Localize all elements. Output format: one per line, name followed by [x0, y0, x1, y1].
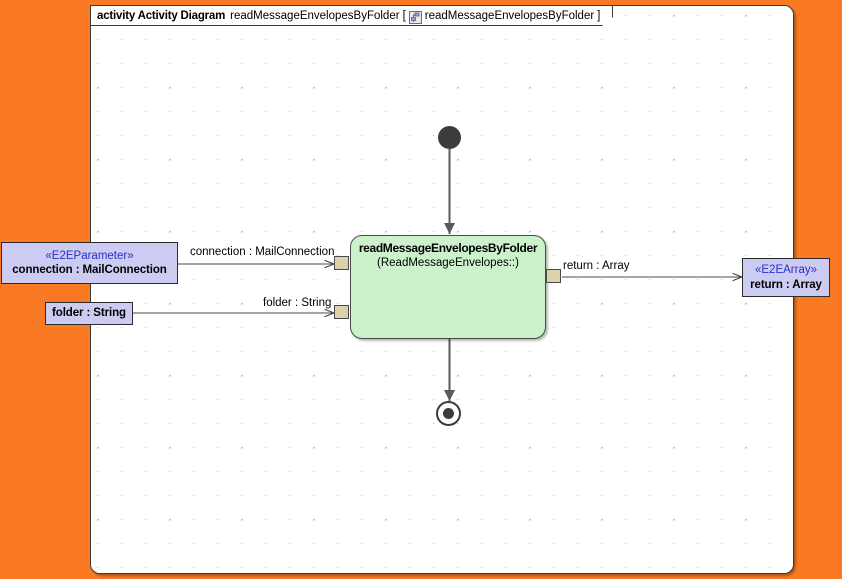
action-node-title: readMessageEnvelopesByFolder: [358, 241, 538, 255]
parameter-node-connection[interactable]: «E2EParameter» connection : MailConnecti…: [1, 242, 178, 284]
activity-diagram-frame[interactable]: [90, 5, 794, 574]
action-node-read-message-envelopes-by-folder[interactable]: readMessageEnvelopesByFolder (ReadMessag…: [350, 235, 546, 339]
frame-header-name: readMessageEnvelopesByFolder: [230, 9, 400, 22]
connection-input-pin[interactable]: [334, 256, 349, 270]
action-node-subtitle: (ReadMessageEnvelopes::): [377, 256, 519, 269]
folder-input-pin[interactable]: [334, 305, 349, 319]
edge-label-folder: folder : String: [263, 297, 332, 309]
diagram-frame-header[interactable]: activity Activity Diagram readMessageEnv…: [90, 5, 613, 26]
frame-header-keyword: activity Activity Diagram: [97, 9, 226, 22]
parameter-node-folder[interactable]: folder : String: [45, 302, 133, 325]
activity-diagram-icon: [409, 11, 422, 24]
frame-header-bracket-open: [: [402, 9, 406, 22]
parameter-connection-label: connection : MailConnection: [12, 264, 167, 276]
parameter-folder-label: folder : String: [52, 307, 126, 320]
parameter-return-label: return : Array: [750, 278, 822, 291]
activity-final-node-inner: [443, 408, 454, 419]
edge-label-connection: connection : MailConnection: [190, 246, 335, 258]
parameter-connection-stereotype: «E2EParameter»: [45, 249, 134, 262]
edge-label-return: return : Array: [563, 260, 630, 272]
initial-node[interactable]: [438, 126, 461, 149]
frame-header-qualified-name: readMessageEnvelopesByFolder: [424, 9, 595, 22]
return-output-pin[interactable]: [546, 269, 561, 283]
parameter-node-return[interactable]: «E2EArray» return : Array: [742, 258, 830, 297]
frame-header-bracket-close: ]: [597, 9, 601, 22]
activity-final-node[interactable]: [436, 401, 461, 426]
parameter-return-stereotype: «E2EArray»: [754, 264, 817, 277]
